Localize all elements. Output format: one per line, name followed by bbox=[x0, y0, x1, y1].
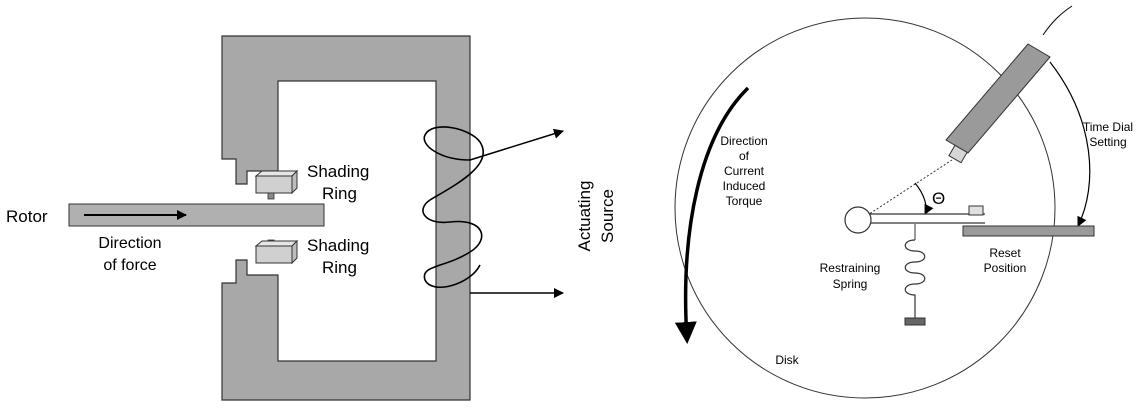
shading-ring-bottom-label-line1: Shading bbox=[307, 236, 369, 255]
restraining-spring bbox=[904, 224, 926, 326]
shading-ring-top-label-line2: Ring bbox=[322, 184, 357, 203]
restraining-spring-label-line1: Restraining bbox=[820, 261, 881, 275]
torque-label-line3: Current bbox=[724, 164, 765, 178]
time-dial-label-line1: Time Dial bbox=[1083, 120, 1133, 134]
shading-ring-top-label-line1: Shading bbox=[307, 162, 369, 181]
induction-disk-assembly: Θ Direction of Current Induced Torque Ti… bbox=[674, 5, 1133, 399]
direction-of-force-label-line1: Direction bbox=[98, 235, 161, 252]
reset-position-label-line1: Reset bbox=[989, 246, 1021, 260]
disk bbox=[674, 17, 1056, 399]
torque-label-line5: Torque bbox=[726, 194, 763, 208]
reset-position-bar bbox=[962, 225, 1095, 237]
magnetic-core bbox=[221, 35, 471, 401]
time-dial-setting-arc bbox=[1049, 61, 1091, 227]
torque-label-line1: Direction bbox=[720, 134, 767, 148]
time-dial-label-line2: Setting bbox=[1089, 135, 1126, 149]
reset-position-label-line2: Position bbox=[984, 261, 1027, 275]
svg-text:Actuating: Actuating bbox=[575, 181, 594, 252]
rotor-label: Rotor bbox=[6, 207, 48, 226]
stop-block bbox=[968, 205, 984, 216]
shading-ring-bottom bbox=[254, 239, 299, 265]
actuating-lead-top bbox=[469, 128, 564, 161]
coil-winding bbox=[422, 126, 484, 289]
torque-label-line2: of bbox=[739, 149, 750, 163]
restraining-spring-label-line2: Spring bbox=[833, 277, 868, 291]
pivot bbox=[844, 206, 872, 234]
svg-text:Source: Source bbox=[598, 189, 617, 243]
actuating-source-label: Actuating Source bbox=[575, 181, 617, 252]
moving-contact-arm bbox=[945, 5, 1073, 164]
theta-symbol: Θ bbox=[932, 189, 945, 208]
shading-ring-top bbox=[254, 169, 299, 200]
disk-label: Disk bbox=[775, 353, 799, 367]
torque-direction-arrow bbox=[674, 86, 750, 344]
direction-of-force-label-line2: of force bbox=[103, 257, 156, 274]
torque-label-line4: Induced bbox=[723, 179, 766, 193]
shading-pole-assembly: Rotor Direction of force Shading Ring Sh… bbox=[6, 35, 617, 401]
theta-angle-arc bbox=[914, 182, 934, 215]
rotor-bar bbox=[68, 203, 325, 227]
shading-ring-bottom-label-line2: Ring bbox=[322, 258, 357, 277]
